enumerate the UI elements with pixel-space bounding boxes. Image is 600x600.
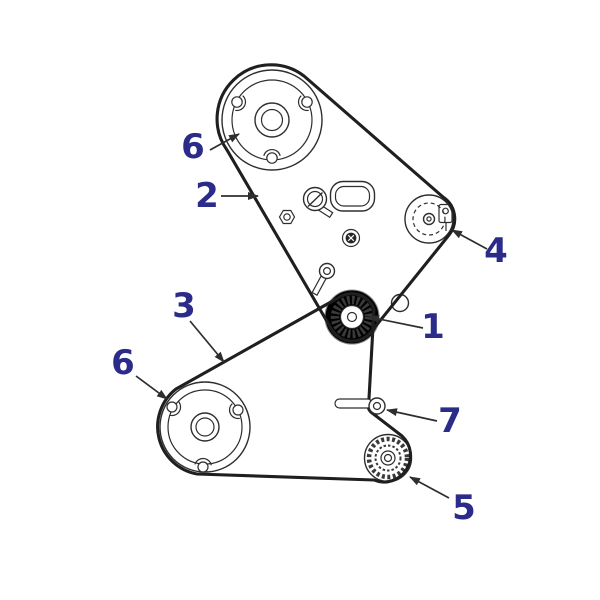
callout-arrow-3 <box>189 320 225 363</box>
callout-label-3: 3 <box>172 286 196 326</box>
upper-drive-belt <box>215 63 457 343</box>
tension-adjuster <box>278 186 334 225</box>
callout-arrows <box>135 133 488 499</box>
callout-arrow-6 <box>135 375 168 400</box>
pulley-bottom-left <box>159 381 251 473</box>
callout-label-4: 4 <box>484 231 508 271</box>
callout-arrow-7 <box>386 408 438 422</box>
belt-guide-post <box>334 397 386 415</box>
pulley-top-left <box>221 69 323 171</box>
hex-nut-icon <box>278 209 296 225</box>
pulley-idler-right <box>404 194 454 244</box>
callout-label-5: 5 <box>452 488 476 528</box>
callout-label-2: 2 <box>195 176 219 216</box>
mount-screw-icon <box>301 96 313 108</box>
mount-screw-icon <box>266 152 278 164</box>
mount-screw-icon <box>197 461 209 473</box>
tension-arm <box>311 262 336 296</box>
callout-label-1: 1 <box>421 307 445 347</box>
callout-label-7: 7 <box>438 401 462 441</box>
cover-slot <box>329 180 376 212</box>
lower-drive-belt <box>156 292 413 484</box>
callout-arrow-5 <box>409 476 450 499</box>
callout-label-6: 6 <box>181 127 205 167</box>
mount-screw-icon <box>166 401 178 413</box>
pulley-drive-motor <box>324 289 380 345</box>
callout-arrow-4 <box>451 229 488 250</box>
callout-arrow-6 <box>209 133 240 151</box>
callout-label-6: 6 <box>111 343 135 383</box>
screw-head <box>341 228 361 248</box>
mount-screw-icon <box>232 404 244 416</box>
mount-screw-icon <box>231 96 243 108</box>
callout-arrow-1 <box>368 315 424 329</box>
